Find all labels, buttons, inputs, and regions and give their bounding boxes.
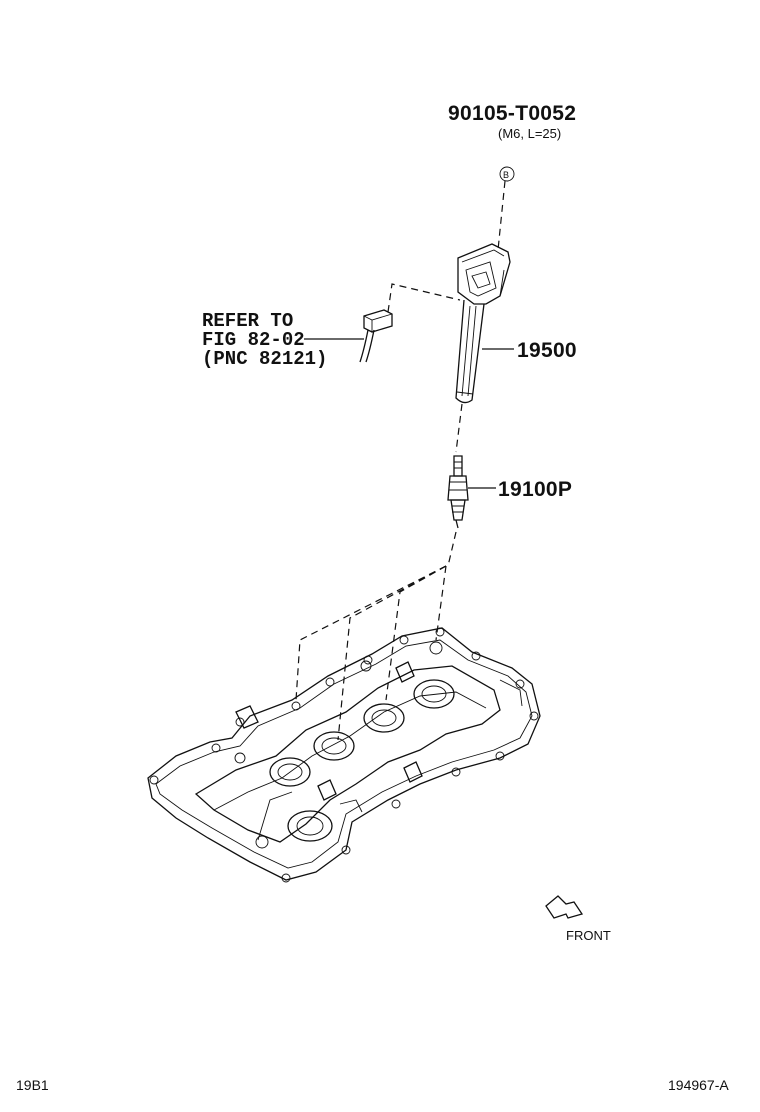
bolt-marker-icon: B (499, 166, 515, 182)
cylinder-head-cover-icon (147, 627, 541, 883)
plug-part-number[interactable]: 19100P (498, 478, 572, 501)
coil-boss-2 (403, 761, 423, 783)
connector-icon (359, 309, 393, 363)
reference-line-2: FIG 82-02 (202, 329, 305, 351)
plug-well-2 (363, 703, 405, 733)
plug-well-1 (413, 679, 455, 709)
reference-note: REFER TO FIG 82-02 (PNC 82121) (202, 310, 327, 370)
cylinder-dash-1 (295, 565, 447, 701)
plug-well-4 (269, 757, 311, 787)
coil-boss-3 (317, 779, 337, 801)
cylinder-dash-4 (435, 565, 447, 641)
plug-head-leader (447, 531, 457, 567)
bolt-leader-line (497, 180, 506, 251)
plug-well-3 (313, 731, 355, 761)
front-arrow-icon (545, 895, 584, 919)
connector-dashed-link (387, 283, 461, 313)
cylinder-dash-3 (385, 565, 447, 701)
coil-boss-4 (235, 705, 259, 729)
coil-part-number[interactable]: 19500 (517, 339, 577, 362)
reference-line-1: REFER TO (202, 310, 293, 332)
front-direction-label: FRONT (566, 928, 611, 943)
reference-line-3: (PNC 82121) (202, 348, 327, 370)
bolt-part-number[interactable]: 90105-T0052 (448, 102, 576, 125)
coil-plug-leader (455, 403, 463, 453)
ignition-coil-icon[interactable] (455, 243, 511, 404)
spark-plug-icon[interactable] (447, 455, 469, 529)
coil-boss-1 (395, 661, 415, 683)
bolt-marker-letter: B (503, 170, 509, 180)
cylinder-dash-2 (337, 565, 447, 741)
plug-well-5 (287, 810, 333, 842)
bolt-spec: (M6, L=25) (498, 126, 561, 141)
footer-right-code: 194967-A (668, 1077, 729, 1093)
footer-left-code: 19B1 (16, 1077, 49, 1093)
